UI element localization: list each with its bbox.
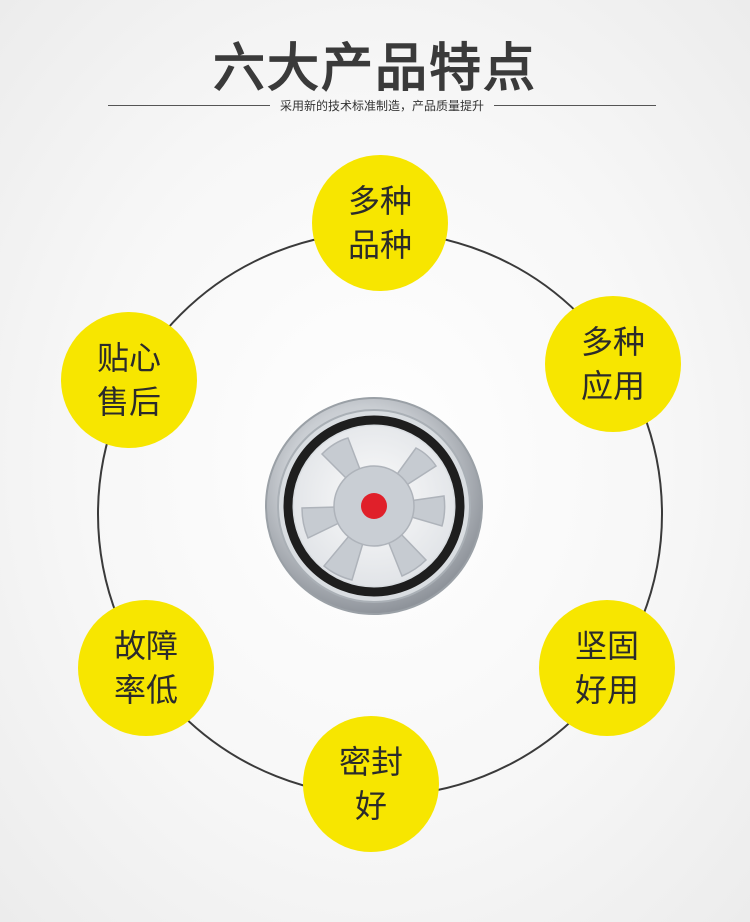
feature-line: 多种 bbox=[347, 182, 412, 220]
feature-line: 多种 bbox=[580, 323, 645, 361]
feature-after-sales: 贴心 售后 bbox=[61, 312, 197, 448]
feature-low-failure: 故障 率低 bbox=[78, 600, 214, 736]
right-divider bbox=[494, 104, 657, 106]
feature-durable: 坚固 好用 bbox=[539, 600, 675, 736]
subtitle-row: 采用新的技术标准制造，产品质量提升 bbox=[108, 96, 657, 114]
feature-line: 好用 bbox=[574, 671, 639, 709]
feature-line: 密封 bbox=[338, 743, 403, 781]
sealing-ring bbox=[283, 415, 465, 597]
feature-line: 故障 bbox=[113, 627, 178, 665]
sight-glass-image bbox=[265, 397, 483, 615]
feature-line: 好 bbox=[354, 787, 387, 825]
feature-line: 贴心 bbox=[96, 339, 161, 377]
feature-line: 售后 bbox=[96, 383, 161, 421]
left-divider bbox=[108, 104, 270, 106]
feature-variety: 多种 品种 bbox=[312, 155, 448, 291]
feature-sealing: 密封 好 bbox=[303, 716, 439, 852]
feature-line: 坚固 bbox=[574, 627, 639, 665]
page-title: 六大产品特点 bbox=[212, 39, 537, 99]
page-subtitle: 采用新的技术标准制造，产品质量提升 bbox=[280, 98, 485, 113]
feature-line: 率低 bbox=[113, 671, 178, 709]
feature-line: 品种 bbox=[347, 226, 412, 264]
red-indicator-dot bbox=[361, 493, 387, 519]
feature-line: 应用 bbox=[580, 367, 645, 405]
feature-applications: 多种 应用 bbox=[545, 296, 681, 432]
